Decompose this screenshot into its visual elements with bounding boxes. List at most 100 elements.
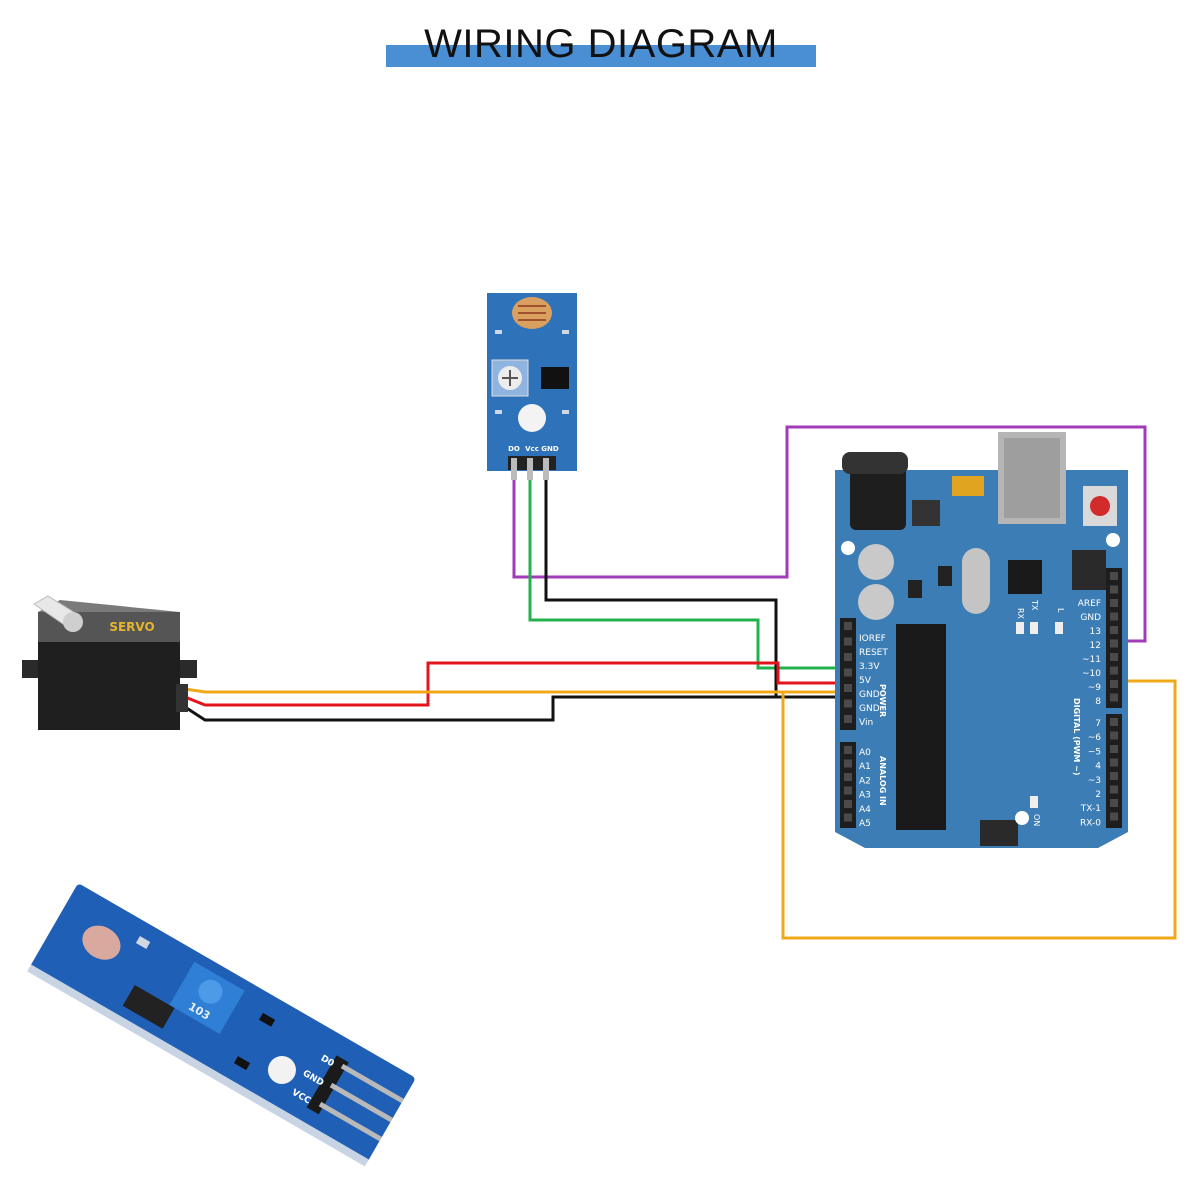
ldr-pin-label-do: DO bbox=[508, 445, 520, 453]
photo-chip bbox=[122, 985, 175, 1029]
digital-header-lower bbox=[1106, 714, 1122, 828]
pin-holes bbox=[844, 572, 1118, 822]
servo-body bbox=[38, 630, 180, 730]
analog-pin-hole-3 bbox=[844, 786, 852, 795]
photo-mount-hole bbox=[267, 1056, 296, 1084]
on-led-label: ON bbox=[1032, 814, 1041, 826]
digital-pin-label-lower-4: ~3 bbox=[1088, 776, 1101, 786]
digital-upper-pin-hole-0 bbox=[1110, 572, 1118, 580]
led-label-l: L bbox=[1056, 608, 1065, 613]
analog-pin-label-2: A2 bbox=[859, 776, 871, 786]
barrel-jack-top bbox=[842, 452, 908, 474]
wire-vcc-to-3v3 bbox=[528, 480, 850, 670]
digital-pin-label-lower-3: 4 bbox=[1095, 762, 1101, 772]
capacitor bbox=[858, 544, 894, 580]
ldr-pin-label-gnd: GND bbox=[541, 445, 559, 453]
servo-cable-exit bbox=[176, 684, 188, 712]
crystal bbox=[962, 548, 990, 614]
digital-pin-label-3: 12 bbox=[1090, 641, 1101, 651]
atmega-chip bbox=[896, 624, 946, 830]
digital-lower-pin-hole-2 bbox=[1110, 745, 1118, 753]
analog-pin-hole-5 bbox=[844, 813, 852, 822]
mount-hole bbox=[841, 541, 855, 555]
rx-led bbox=[1016, 622, 1024, 634]
servo-label: SERVO bbox=[109, 620, 154, 634]
power-pin-label-0: IOREF bbox=[859, 634, 886, 644]
digital-pin-label-lower-0: 7 bbox=[1095, 719, 1101, 729]
wire-do-to-pin12 bbox=[512, 425, 1147, 643]
page-title: WIRING DIAGRAM bbox=[424, 22, 778, 66]
l-led bbox=[1055, 622, 1063, 634]
analog-pin-label-4: A4 bbox=[859, 805, 871, 815]
on-led bbox=[1030, 796, 1038, 808]
power-pin-hole-6 bbox=[844, 715, 852, 723]
analog-pin-hole-4 bbox=[844, 800, 852, 808]
smd-part bbox=[135, 936, 151, 949]
power-pin-hole-2 bbox=[844, 653, 852, 661]
smd-part bbox=[495, 410, 502, 414]
usb-chip bbox=[1008, 560, 1042, 594]
mount-hole bbox=[518, 404, 546, 432]
wire-servo-gnd bbox=[184, 695, 852, 722]
photo-board-edge bbox=[27, 964, 369, 1167]
power-pin-hole-0 bbox=[844, 622, 852, 630]
digital-upper-pin-hole-4 bbox=[1110, 626, 1118, 634]
analog-pin-hole-2 bbox=[844, 773, 852, 781]
digital-upper-pin-hole-7 bbox=[1110, 666, 1118, 675]
reset-button bbox=[1090, 496, 1110, 516]
led-label-tx: TX bbox=[1030, 599, 1039, 611]
digital-pin-label-1: GND bbox=[1080, 613, 1101, 623]
icsp-header bbox=[980, 820, 1018, 846]
photo-pin bbox=[340, 1063, 404, 1104]
power-pin-hole-1 bbox=[844, 637, 852, 646]
smd-part bbox=[938, 566, 952, 586]
power-section-label: POWER bbox=[878, 684, 887, 717]
usb-inner bbox=[1004, 438, 1060, 518]
digital-lower-pin-hole-7 bbox=[1110, 812, 1118, 821]
power-pin-label-2: 3.3V bbox=[859, 662, 880, 672]
icsp-header-usb bbox=[1072, 550, 1106, 590]
servo-motor: SERVO bbox=[22, 595, 197, 730]
power-pin-label-6: Vin bbox=[859, 718, 873, 728]
power-pin-hole-4 bbox=[844, 684, 852, 692]
power-pin-label-4: GND bbox=[859, 690, 880, 700]
servo-top-bevel bbox=[38, 600, 180, 612]
analog-pin-label-3: A3 bbox=[859, 791, 871, 801]
smd-part bbox=[258, 1012, 276, 1027]
analog-section-label: ANALOG IN bbox=[878, 756, 887, 806]
mount-hole bbox=[1015, 811, 1029, 825]
digital-upper-pin-hole-8 bbox=[1110, 680, 1118, 688]
led-label-rx: RX bbox=[1016, 608, 1025, 620]
power-pin-label-5: GND bbox=[859, 704, 880, 714]
potentiometer-cross bbox=[502, 370, 518, 386]
power-pin-hole-5 bbox=[844, 699, 852, 708]
photo-pin-header bbox=[306, 1055, 349, 1115]
digital-lower-pin-hole-4 bbox=[1110, 772, 1118, 780]
ldr-pin-label-vcc: Vcc bbox=[525, 445, 539, 453]
photoresistor-trace bbox=[518, 305, 546, 321]
digital-section-label: DIGITAL (PWM ~) bbox=[1072, 698, 1081, 776]
digital-lower-pin-hole-0 bbox=[1110, 718, 1118, 726]
wire-servo-signal bbox=[184, 687, 840, 694]
wires bbox=[184, 425, 1177, 940]
ldr-module-photo: 103 D0 GND VCC bbox=[27, 884, 415, 1167]
digital-upper-pin-hole-3 bbox=[1110, 612, 1118, 621]
photo-pin bbox=[318, 1101, 382, 1142]
digital-pin-label-4: ~11 bbox=[1082, 655, 1101, 665]
analog-pin-hole-0 bbox=[844, 746, 852, 754]
mount-hole bbox=[1106, 533, 1120, 547]
digital-pin-label-lower-2: ~5 bbox=[1088, 747, 1101, 757]
tx-led bbox=[1030, 622, 1038, 634]
digital-pin-label-0: AREF bbox=[1078, 599, 1101, 609]
digital-upper-pin-hole-1 bbox=[1110, 585, 1118, 594]
power-pin-hole-3 bbox=[844, 668, 852, 677]
digital-pin-label-lower-7: RX-0 bbox=[1080, 818, 1101, 828]
analog-pin-label-5: A5 bbox=[859, 819, 871, 829]
digital-pin-label-lower-6: TX-1 bbox=[1080, 804, 1101, 814]
smd-part bbox=[495, 330, 502, 334]
